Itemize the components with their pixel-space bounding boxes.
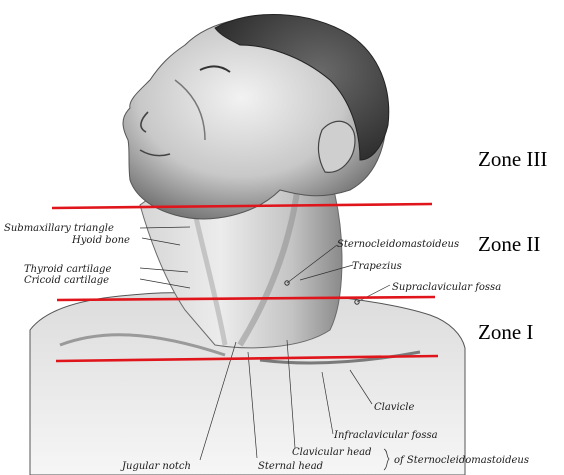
label-infraclavicular-fossa: Infraclavicular fossa <box>333 430 438 441</box>
label-clavicle: Clavicle <box>374 402 414 413</box>
label-sternal-head: Sternal head <box>258 461 323 472</box>
label-supraclavicular-fossa: Supraclavicular fossa <box>392 282 501 293</box>
label-submaxillary-triangle: Submaxillary triangle <box>4 223 114 234</box>
label-trapezius: Trapezius <box>352 261 402 272</box>
zone-i-label: Zone I <box>478 320 533 344</box>
label-of-sternocleidomastoideus: of Sternocleidomastoideus <box>394 455 529 466</box>
zone-ii-label: Zone II <box>478 232 540 256</box>
label-sternocleidomastoideus: Sternocleidomastoideus <box>337 239 459 250</box>
label-clavicular-head: Clavicular head <box>292 447 372 458</box>
label-thyroid-cartilage: Thyroid cartilage <box>24 264 111 275</box>
label-cricoid-cartilage: Cricoid cartilage <box>24 275 109 286</box>
zone-iii-label: Zone III <box>478 147 547 171</box>
label-jugular-notch: Jugular notch <box>120 461 191 472</box>
label-hyoid-bone: Hyoid bone <box>71 235 130 246</box>
